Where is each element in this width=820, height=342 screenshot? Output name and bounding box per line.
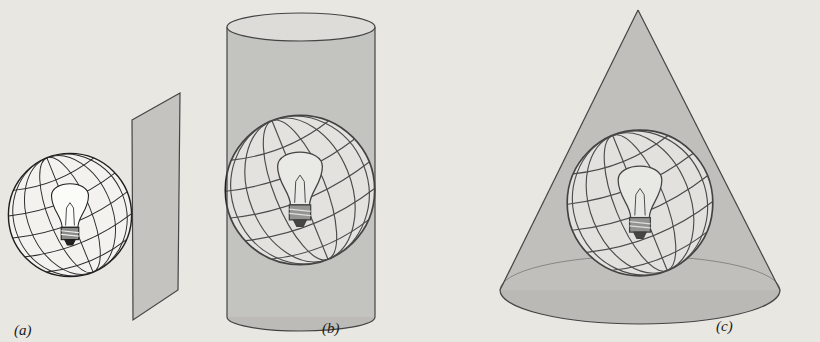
figure-label: (a) bbox=[14, 322, 32, 339]
cylinder-body bbox=[227, 27, 375, 317]
cylinder-top bbox=[227, 13, 375, 41]
globe bbox=[0, 135, 150, 295]
figure-label: (c) bbox=[716, 318, 733, 335]
figure-label: (b) bbox=[322, 320, 340, 337]
projection-plane bbox=[132, 93, 180, 320]
cone-body bbox=[500, 10, 780, 290]
